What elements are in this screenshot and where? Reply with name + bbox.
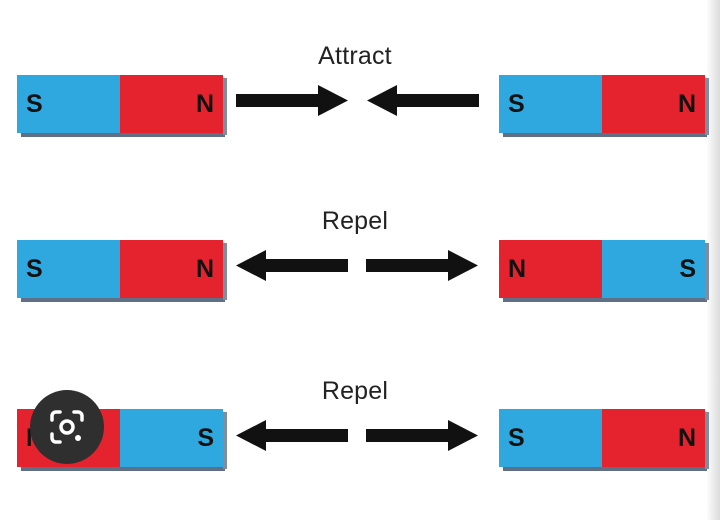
arrow-pair	[232, 377, 482, 487]
pole-letter: S	[197, 423, 214, 452]
repel-arrows	[236, 420, 478, 451]
left-magnet: S N	[17, 240, 227, 302]
google-lens-icon	[50, 410, 84, 444]
repel-arrows	[236, 250, 478, 281]
google-lens-button[interactable]	[30, 390, 104, 464]
row-label: Attract	[318, 42, 392, 70]
arrow-left-icon	[236, 420, 348, 451]
magnet-pole: N	[499, 240, 602, 298]
magnet-depth	[21, 296, 225, 302]
magnet-pole: N	[120, 75, 223, 133]
row-attract: Attract S N S N	[0, 42, 720, 152]
magnet-side	[223, 412, 227, 469]
pole-letter: S	[26, 89, 43, 118]
magnet-pole: S	[499, 75, 602, 133]
magnet-pole: N	[120, 240, 223, 298]
magnet-depth	[503, 131, 707, 137]
pole-letter: S	[508, 423, 525, 452]
magnet-depth	[503, 296, 707, 302]
magnet-side	[705, 78, 709, 135]
magnet-side	[223, 78, 227, 135]
magnet-depth	[21, 465, 225, 471]
magnet-pole: S	[499, 409, 602, 467]
pole-letter: S	[679, 254, 696, 283]
pole-letter: N	[677, 423, 696, 452]
magnet-side	[223, 243, 227, 300]
left-magnet: S N	[17, 75, 227, 137]
right-magnet: S N	[499, 409, 709, 471]
arrow-pair	[232, 42, 482, 152]
magnet-pole: S	[120, 409, 223, 467]
arrow-right-icon	[366, 420, 478, 451]
arrow-right-icon	[236, 85, 348, 116]
magnet-side	[705, 243, 709, 300]
magnet-pole: S	[602, 240, 705, 298]
right-magnet: S N	[499, 75, 709, 137]
pole-letter: N	[677, 89, 696, 118]
right-edge-shadow	[706, 0, 720, 520]
row-repel-2: Repel N S S N	[0, 377, 720, 487]
row-label: Repel	[321, 377, 389, 405]
arrow-right-icon	[366, 250, 478, 281]
pole-letter: S	[508, 89, 525, 118]
magnet-pole: S	[17, 240, 120, 298]
row-label: Repel	[321, 207, 389, 235]
pole-letter: S	[26, 254, 43, 283]
attract-arrows	[236, 85, 479, 116]
pole-letter: N	[508, 254, 527, 283]
row-repel-1: Repel S N N S	[0, 207, 720, 317]
right-magnet: N S	[499, 240, 709, 302]
arrow-pair	[232, 207, 482, 317]
magnet-side	[705, 412, 709, 469]
magnet-pole: N	[602, 409, 705, 467]
magnet-pole: N	[602, 75, 705, 133]
arrow-left-icon	[236, 250, 348, 281]
magnet-depth	[21, 131, 225, 137]
arrow-left-icon	[367, 85, 479, 116]
magnet-pole: S	[17, 75, 120, 133]
pole-letter: N	[195, 89, 214, 118]
pole-letter: N	[195, 254, 214, 283]
magnet-depth	[503, 465, 707, 471]
